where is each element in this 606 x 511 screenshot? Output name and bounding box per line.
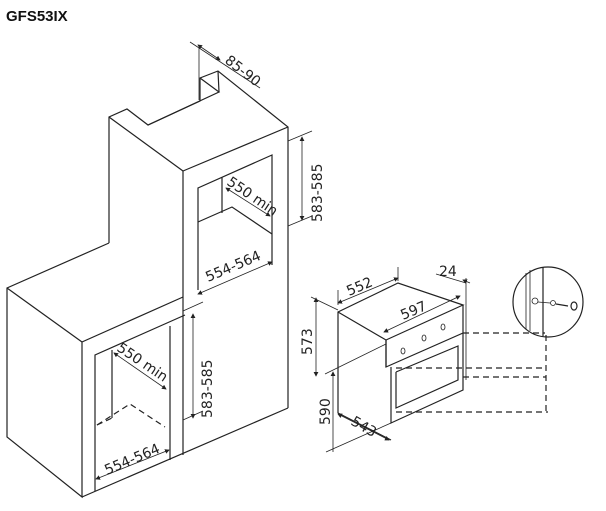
dim-oven-bottom-depth: 543 (348, 414, 379, 441)
dim-oven-width: 597 (398, 299, 429, 324)
dim-panel-depth: 24 (439, 264, 457, 280)
cabinet-dimension-lines (95, 41, 313, 480)
dim-upper-height: 583-585 (310, 164, 326, 223)
dim-oven-front-height: 590 (318, 398, 334, 425)
dim-lower-width: 554-564 (102, 441, 162, 479)
hole-icon (531, 297, 539, 305)
oven-dimension-lines (310, 267, 471, 453)
knob-icon (400, 347, 406, 355)
knob-icon (440, 323, 446, 331)
dim-lower-depth: 550 min (114, 340, 171, 385)
screw-icon (570, 301, 578, 311)
dim-oven-height: 573 (300, 328, 316, 355)
knob-icon (421, 334, 427, 342)
hole-icon (550, 300, 556, 306)
dim-upper-width: 554-564 (203, 248, 263, 286)
dim-lower-height: 583-585 (200, 360, 216, 419)
base-cabinet (6, 242, 186, 499)
screw-detail-callout (396, 266, 584, 413)
model-title: GFS53IX (6, 8, 68, 25)
dim-top-depth: 85-90 (222, 53, 264, 91)
tall-cabinet (81, 70, 289, 498)
